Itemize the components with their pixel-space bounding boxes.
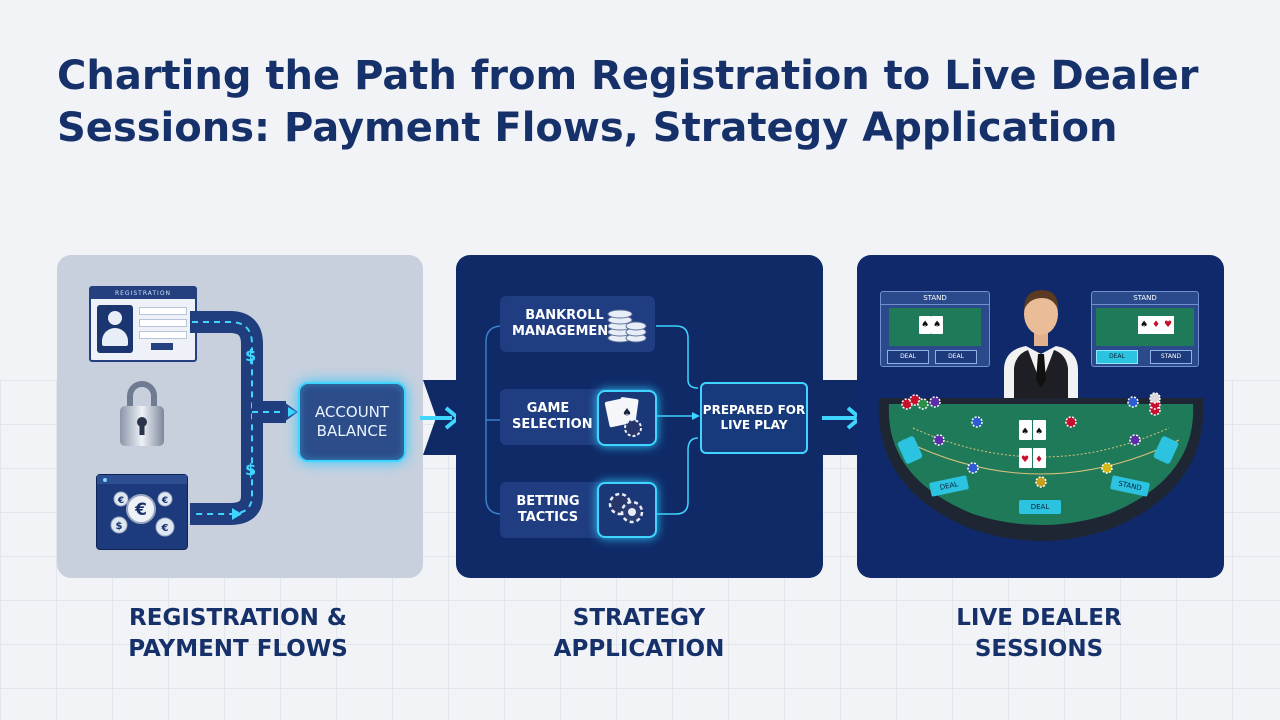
right-screen-button-1[interactable]: DEAL	[1096, 350, 1138, 364]
account-balance-box: ACCOUNT BALANCE	[298, 382, 406, 462]
svg-text:€: €	[134, 500, 147, 520]
right-screen-label: STAND	[1092, 292, 1198, 305]
chip-stack-icon	[607, 309, 647, 343]
caption-live-dealer: LIVE DEALER SESSIONS	[879, 603, 1199, 665]
betting-tactics-line1: BETTING	[516, 494, 580, 509]
svg-text:€: €	[161, 496, 168, 506]
caption-strategy-line2: APPLICATION	[553, 636, 725, 662]
right-game-screen: STAND ♠ ♦ ♥ DEAL STAND	[1091, 291, 1199, 367]
left-game-screen: STAND ♠ ♠ DEAL DEAL	[880, 291, 990, 367]
betting-tactics-line2: TACTICS	[517, 510, 579, 525]
registration-form-icon: REGISTRATION	[89, 286, 197, 362]
svg-text:♠: ♠	[622, 406, 632, 419]
caption-live-dealer-line1: LIVE DEALER	[956, 605, 1122, 631]
caption-strategy-line1: STRATEGY	[572, 605, 706, 631]
svg-text:€: €	[117, 496, 124, 506]
payment-flow-paths	[190, 311, 298, 525]
left-screen-button-1[interactable]: DEAL	[887, 350, 929, 364]
form-header: REGISTRATION	[91, 288, 195, 299]
chips-icon	[608, 492, 644, 524]
user-silhouette-icon	[97, 305, 133, 353]
svg-text:♦: ♦	[1035, 455, 1043, 465]
bankroll-line1: BANKROLL	[525, 308, 604, 323]
cards-icon: ♠	[604, 397, 642, 437]
padlock-icon	[120, 381, 164, 446]
svg-text:€: €	[161, 523, 169, 534]
prepared-for-live-play-box: PREPARED FOR LIVE PLAY	[700, 382, 808, 454]
game-selection-line1: GAME	[526, 401, 570, 416]
account-balance-line1: ACCOUNT	[314, 403, 390, 421]
svg-text:$: $	[116, 521, 123, 532]
right-screen-button-2[interactable]: STAND	[1150, 350, 1192, 364]
svg-text:♠: ♠	[1021, 427, 1029, 437]
account-balance-line2: BALANCE	[316, 422, 388, 440]
svg-text:♥: ♥	[1021, 455, 1029, 465]
table-deal-button-center[interactable]: DEAL	[1019, 500, 1061, 514]
wallet-currency-icon: € € € $ €	[96, 474, 188, 550]
currency-symbol-bottom: $	[245, 460, 257, 479]
svg-text:♠: ♠	[1035, 427, 1043, 437]
prepared-line1: PREPARED FOR	[702, 403, 806, 417]
strategy-flow-lines	[485, 325, 700, 515]
left-screen-label: STAND	[881, 292, 989, 305]
left-screen-button-2[interactable]: DEAL	[935, 350, 977, 364]
caption-live-dealer-line2: SESSIONS	[974, 636, 1104, 662]
caption-registration-line2: PAYMENT FLOWS	[128, 636, 348, 662]
prepared-line2: LIVE PLAY	[720, 418, 788, 432]
caption-registration: REGISTRATION & PAYMENT FLOWS	[78, 603, 398, 665]
game-selection-line2: SELECTION	[512, 417, 593, 432]
bankroll-line2: MANAGEMENT	[512, 324, 618, 339]
currency-symbol-top: $	[245, 346, 257, 365]
caption-strategy: STRATEGY APPLICATION	[479, 603, 799, 665]
caption-registration-line1: REGISTRATION &	[129, 605, 347, 631]
blackjack-table-icon: ♠ ♠ ♥ ♦	[878, 392, 1204, 541]
page-title: Charting the Path from Registration to L…	[57, 53, 1199, 151]
